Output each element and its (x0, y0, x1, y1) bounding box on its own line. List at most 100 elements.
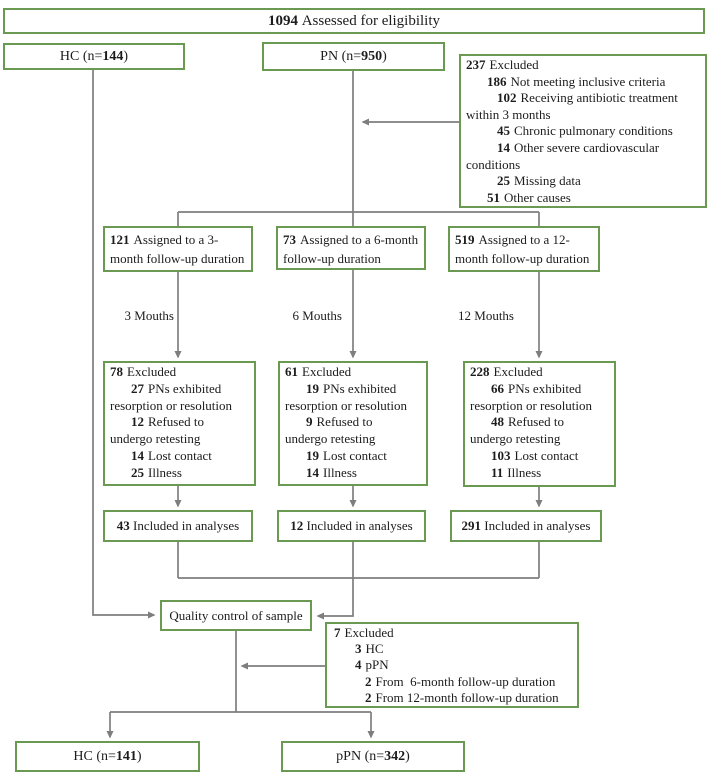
eligibility-count: 1094 (267, 12, 298, 29)
line-text: Not meeting inclusive criteria (510, 73, 666, 89)
eligibility-box: 1094 Assessed for eligibility (3, 8, 705, 34)
text-line: within 3 months (466, 107, 700, 124)
text-line: undergo retesting (110, 431, 249, 448)
line-text: Excluded (127, 364, 177, 379)
line-text: Chronic pulmonary conditions (514, 123, 673, 139)
count-value: 186 (487, 73, 507, 89)
count-value: 25 (131, 464, 144, 480)
included-12m-count: 291 (461, 518, 482, 533)
count-value: 4 (355, 657, 362, 673)
text-line: resorption or resolution (285, 398, 421, 415)
included-6m-label: Included in analyses (306, 518, 413, 533)
count-value: 9 (306, 414, 313, 430)
line-text: From 6-month follow-up duration (375, 673, 556, 689)
line-text: undergo retesting (285, 431, 376, 447)
line-text: PNs exhibited (508, 380, 582, 396)
hc-final-label-close: ) (136, 748, 142, 764)
hc-count: 144 (102, 48, 124, 64)
eligibility-label: Assessed for eligibility (301, 12, 441, 29)
pn-count: 950 (361, 48, 383, 64)
count-value: 51 (487, 189, 500, 205)
line-text: PNs exhibited (148, 380, 222, 396)
text-line: conditions (466, 157, 700, 174)
count-value: 14 (306, 464, 319, 480)
included-6m-box: 12 Included in analyses (277, 510, 426, 542)
hc-final-label: HC (n= (73, 748, 116, 764)
line-text: Lost contact (514, 447, 579, 463)
count-value: 519 (455, 232, 475, 247)
line-text: Assigned to a 12- (478, 232, 570, 247)
line-text: Lost contact (148, 447, 212, 463)
included-3m-label: Included in analyses (133, 518, 240, 533)
connector-analysis-merge (177, 542, 540, 579)
line-text: PNs exhibited (323, 380, 397, 396)
count-value: 48 (491, 414, 504, 430)
count-value: 27 (131, 380, 144, 396)
quality-control-label: Quality control of sample (169, 607, 303, 623)
included-6m-count: 12 (290, 518, 304, 533)
count-value: 78 (110, 364, 123, 379)
quality-control-box: Quality control of sample (160, 600, 312, 631)
line-text: within 3 months (466, 106, 551, 122)
line-text: Assigned to a 6-month (300, 232, 419, 247)
line-text: From 12-month follow-up duration (375, 689, 559, 705)
count-value: 3 (355, 641, 362, 657)
ppn-final-label: pPN (n= (336, 748, 385, 764)
line-text: resorption or resolution (110, 397, 233, 413)
text-line: 73 Assigned to a 6-month (283, 230, 419, 249)
followup-label-3m: 3 Mouths (124, 308, 174, 323)
line-text: month follow-up duration (110, 251, 245, 266)
pn-group-box: PN (n=950) (262, 42, 445, 71)
count-value: 228 (470, 364, 490, 379)
count-value: 7 (334, 625, 341, 640)
count-value: 2 (365, 689, 372, 705)
line-text: Other causes (504, 189, 571, 205)
line-text: Refused to (316, 414, 373, 430)
count-value: 237 (466, 57, 486, 72)
line-text: Receiving antibiotic treatment (520, 90, 678, 106)
count-value: 14 (497, 139, 510, 155)
line-text: Illness (507, 464, 542, 480)
hc-final-count: 141 (115, 748, 137, 764)
count-value: 73 (283, 232, 296, 247)
line-text: Lost contact (323, 447, 387, 463)
text-line: follow-up duration (283, 249, 419, 268)
text-line: undergo retesting (470, 431, 609, 448)
included-3m-count: 43 (116, 518, 130, 533)
line-text: Excluded (302, 364, 352, 379)
text-line: resorption or resolution (470, 398, 609, 415)
count-value: 103 (491, 447, 511, 463)
count-value: 102 (497, 90, 517, 106)
followup-label-6m: 6 Mouths (292, 308, 342, 323)
pn-label-close: ) (382, 48, 387, 64)
connector-hc-to-quality (92, 70, 156, 619)
